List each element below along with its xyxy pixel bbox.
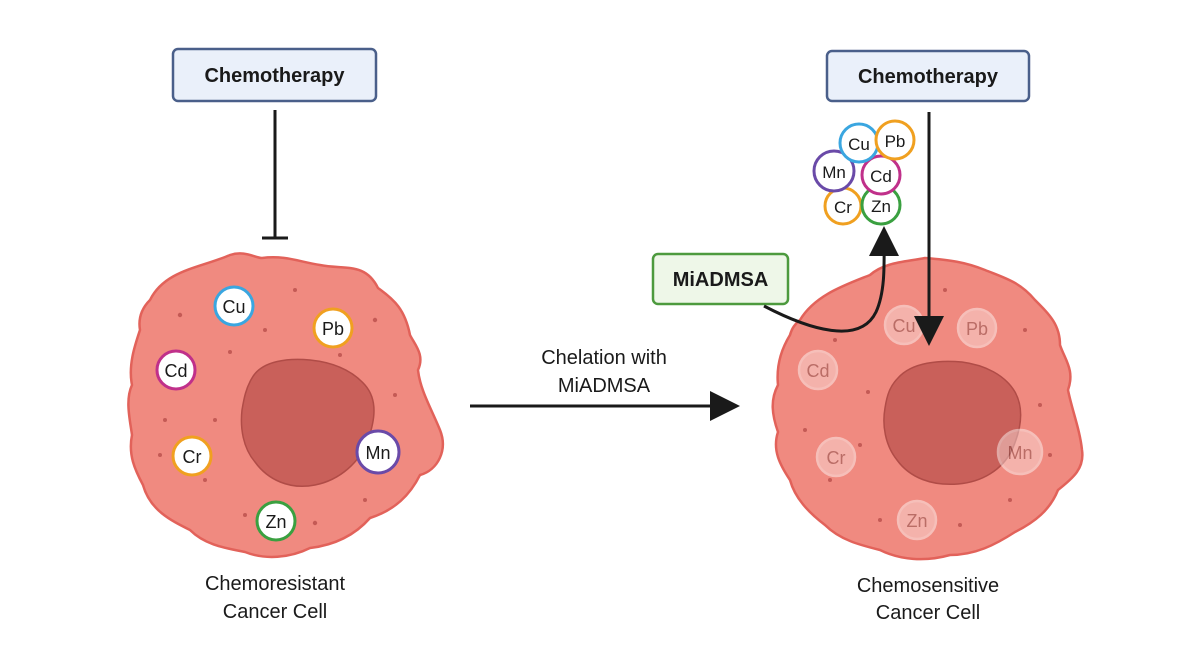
metal-ion-symbol: Mn: [1007, 443, 1032, 463]
metal-ion-circle: [171, 435, 213, 477]
metal-ion-symbol: Cr: [827, 448, 846, 468]
metal-ion-circle: [255, 500, 297, 542]
metal-ion-circle: [996, 428, 1044, 476]
metal-ion-symbol: Cu: [848, 135, 870, 154]
released-metal-cu: Cu: [838, 122, 880, 164]
metal-ion-circle: [355, 429, 401, 475]
metal-ion-symbol: Zn: [906, 511, 927, 531]
metal-ion-circle: [312, 307, 354, 349]
released-metal-pb: Pb: [874, 119, 916, 161]
released-metal-cr: Cr: [823, 186, 863, 226]
left-panel: Chemotherapy Cu Pb Cd: [127, 47, 445, 623]
metal-ion-circle: [896, 499, 938, 541]
right-nucleus: [883, 360, 1022, 486]
metal-ion-symbol: Zn: [871, 197, 891, 216]
metal-ion-symbol: Cd: [870, 167, 892, 186]
middle-transition: Chelation with MiADMSA: [470, 347, 740, 421]
miadmsa-box: [651, 252, 790, 306]
metal-ion-symbol: Cu: [892, 316, 915, 336]
metal-ion-symbol: Cr: [183, 447, 202, 467]
right-faded-metals: Cu Pb Cd Cr Mn Zn: [797, 304, 1044, 541]
metal-ion-circle: [956, 307, 998, 349]
released-metal-cluster: Cr Zn Mn Cd Cu Pb: [812, 119, 916, 226]
metal-ion-symbol: Pb: [322, 319, 344, 339]
metal-ion-circle: [874, 119, 916, 161]
left-metal-zn: Zn: [255, 500, 297, 542]
left-cell-caption-line1: Chemoresistant: [205, 573, 346, 595]
left-metal-cd: Cd: [155, 349, 197, 391]
metal-ion-circle: [155, 349, 197, 391]
right-cell-specks: [803, 288, 1052, 527]
chelation-curved-arrow: [763, 226, 900, 333]
metal-ion-circle: [797, 349, 839, 391]
faded-metal-mn: Mn: [996, 428, 1044, 476]
metal-ion-symbol: Mn: [822, 163, 846, 182]
metal-ion-circle: [812, 149, 856, 193]
metal-ion-symbol: Pb: [885, 132, 906, 151]
metal-ion-circle: [815, 436, 857, 478]
left-metal-cr: Cr: [171, 435, 213, 477]
left-cell-caption-line2: Cancer Cell: [223, 601, 327, 623]
left-metal-cu: Cu: [213, 285, 255, 327]
faded-metal-cd: Cd: [797, 349, 839, 391]
released-metal-zn: Zn: [860, 184, 902, 226]
metal-ion-symbol: Cr: [834, 198, 852, 217]
left-nucleus: [240, 358, 375, 487]
metal-ion-symbol: Cd: [806, 361, 829, 381]
left-metal-mn: Mn: [355, 429, 401, 475]
metal-ion-symbol: Cu: [222, 297, 245, 317]
released-metal-cd: Cd: [860, 154, 902, 196]
metal-ion-symbol: Pb: [966, 319, 988, 339]
metal-ion-symbol: Cd: [164, 361, 187, 381]
metal-ion-circle: [860, 154, 902, 196]
left-chemotherapy-box: [171, 47, 378, 103]
metal-ion-circle: [213, 285, 255, 327]
faded-metal-cu: Cu: [883, 304, 925, 346]
right-cell-caption-line1: Chemosensitive: [857, 575, 999, 597]
right-cell-caption-line2: Cancer Cell: [876, 602, 980, 624]
chelation-label-line1: Chelation with: [541, 347, 667, 369]
released-metal-mn: Mn: [812, 149, 856, 193]
left-cell-specks: [158, 288, 397, 526]
metal-ion-symbol: Mn: [365, 443, 390, 463]
faded-metal-pb: Pb: [956, 307, 998, 349]
left-metal-pb: Pb: [312, 307, 354, 349]
chelation-label-line2: MiADMSA: [558, 375, 651, 397]
right-chemotherapy-label: Chemotherapy: [858, 66, 999, 88]
metal-ion-symbol: Zn: [265, 512, 286, 532]
faded-metal-zn: Zn: [896, 499, 938, 541]
left-chemotherapy-label: Chemotherapy: [204, 65, 345, 87]
right-panel: Chemotherapy Cu Pb Cd: [651, 49, 1084, 624]
right-chemotherapy-box: [825, 49, 1031, 103]
miadmsa-label: MiADMSA: [673, 269, 769, 291]
faded-metal-cr: Cr: [815, 436, 857, 478]
